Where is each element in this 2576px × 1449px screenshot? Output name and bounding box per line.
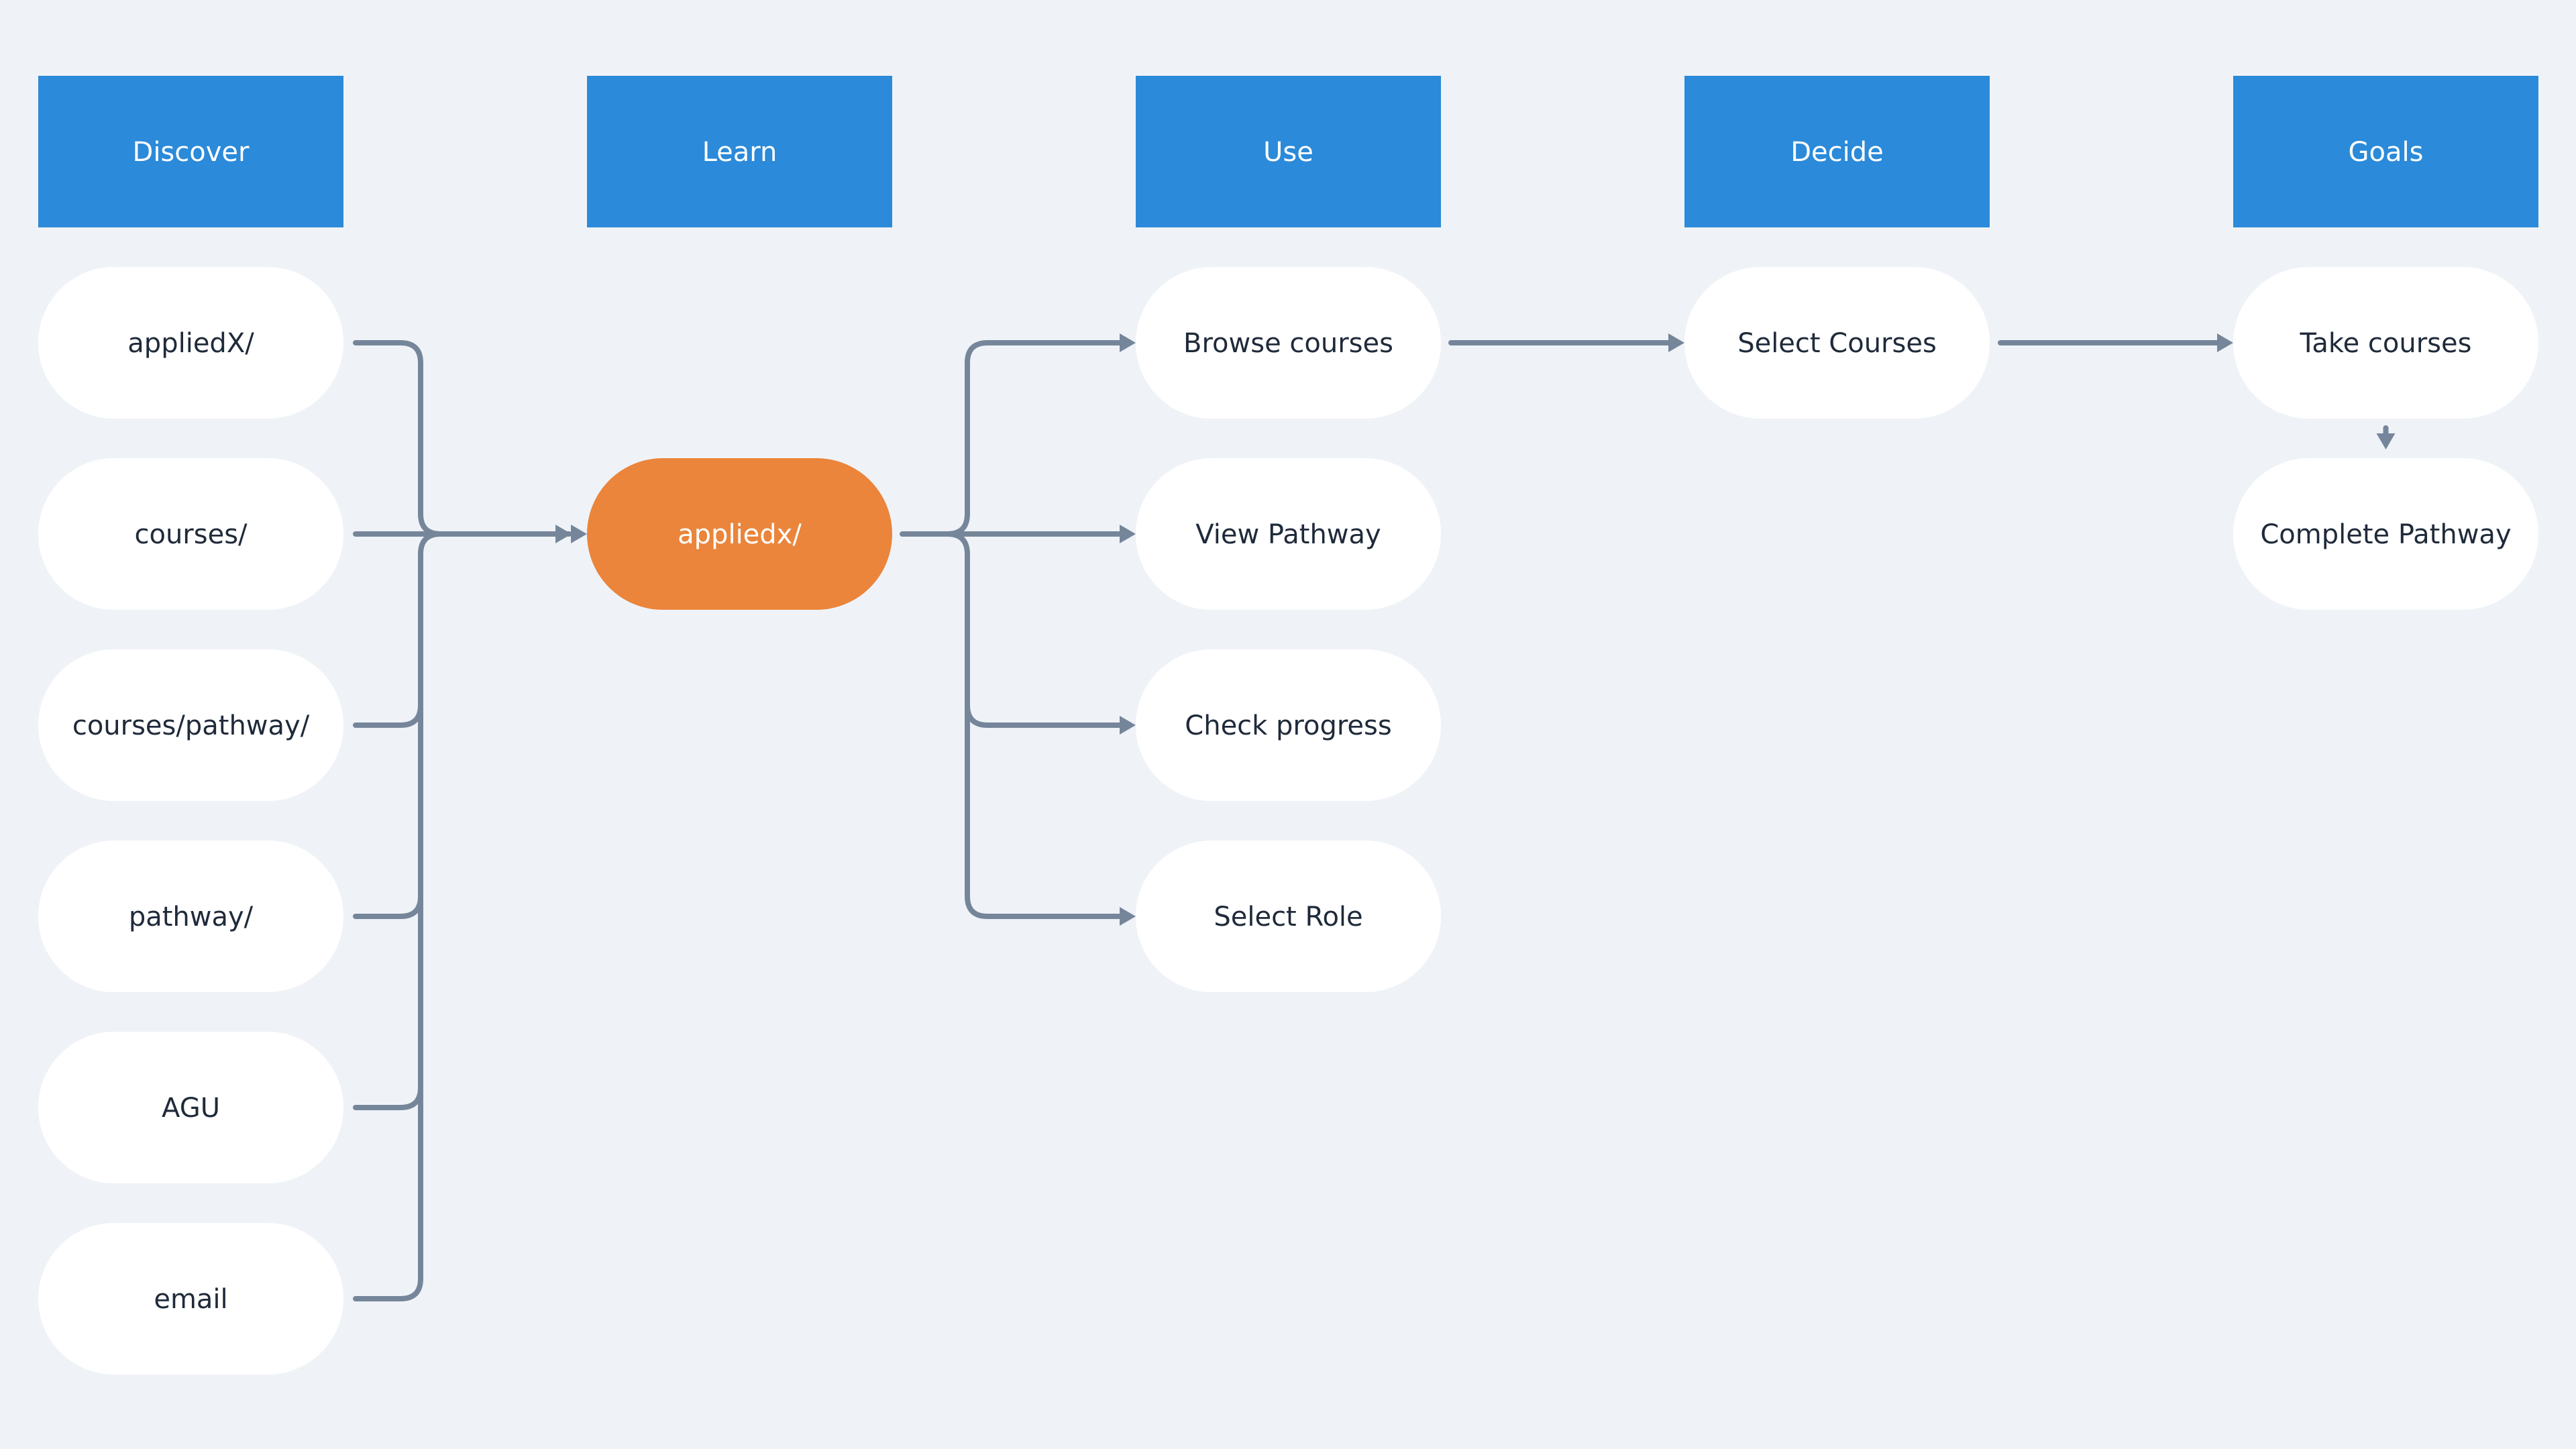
arrow-into-hub-1	[555, 525, 572, 543]
arrow-complete-pathway	[2376, 433, 2396, 449]
node-pill[interactable]	[1684, 267, 1990, 419]
node-pill[interactable]	[38, 1223, 343, 1375]
arrow-select-courses	[1668, 333, 1684, 352]
node-pill[interactable]	[38, 841, 343, 992]
arrow-check-progress	[1120, 716, 1136, 735]
node-select-courses[interactable]: Select Courses	[1684, 267, 1990, 419]
node-label: Take courses	[2300, 328, 2472, 359]
node-pill[interactable]	[38, 267, 343, 419]
stage-header-box	[1136, 76, 1441, 227]
node-label: AGU	[162, 1093, 220, 1124]
node-label: Select Role	[1214, 902, 1362, 932]
stage-header-label: Goals	[2349, 137, 2424, 168]
node-email-entry[interactable]: email	[38, 1223, 343, 1375]
stage-header-use: Use	[1136, 76, 1441, 227]
stage-header-box	[2233, 76, 2538, 227]
node-pill[interactable]	[2233, 267, 2538, 419]
node-pill[interactable]	[38, 1032, 343, 1183]
stage-header-learn: Learn	[587, 76, 892, 227]
split-connector-progress	[965, 702, 1130, 728]
node-appliedx-entry[interactable]: appliedX/	[38, 267, 343, 419]
node-browse-courses[interactable]: Browse courses	[1136, 267, 1441, 419]
stage-header-label: Use	[1263, 137, 1313, 168]
node-check-progress[interactable]: Check progress	[1136, 649, 1441, 801]
node-label: Select Courses	[1737, 328, 1937, 359]
node-agu-entry[interactable]: AGU	[38, 1032, 343, 1183]
node-label: courses/	[134, 519, 248, 550]
node-label: Complete Pathway	[2260, 519, 2511, 550]
node-take-courses[interactable]: Take courses	[2233, 267, 2538, 419]
merge-connector-branch	[353, 1276, 423, 1301]
node-pathway-entry[interactable]: pathway/	[38, 841, 343, 992]
merge-connector-trunk	[418, 531, 443, 1281]
node-label: email	[154, 1284, 227, 1315]
node-pill[interactable]	[1136, 458, 1441, 610]
node-label: pathway/	[129, 902, 254, 932]
node-label: Browse courses	[1183, 328, 1393, 359]
node-pill[interactable]	[1136, 267, 1441, 419]
stage-header-label: Discover	[133, 137, 250, 168]
node-pill[interactable]	[2233, 458, 2538, 610]
node-view-pathway[interactable]: View Pathway	[1136, 458, 1441, 610]
split-connector-role	[945, 531, 1130, 919]
node-label: View Pathway	[1195, 519, 1381, 550]
arrow-into-hub-2	[571, 525, 587, 543]
merge-connector-branch	[353, 1085, 423, 1110]
merge-connector-branch	[353, 894, 423, 919]
flow-nodes: appliedX/courses/courses/pathway/pathway…	[38, 267, 2538, 1375]
arrow-browse-courses	[1120, 333, 1136, 352]
stage-header-goals: Goals	[2233, 76, 2538, 227]
node-pill[interactable]	[1136, 649, 1441, 801]
node-pill[interactable]	[38, 458, 343, 610]
node-pill[interactable]	[1136, 841, 1441, 992]
node-pill[interactable]	[38, 649, 343, 801]
stage-headers: Discover Learn Use Decide Goals	[38, 76, 2538, 227]
stage-header-label: Learn	[702, 137, 777, 168]
node-courses-entry[interactable]: courses/	[38, 458, 343, 610]
node-complete-pathway[interactable]: Complete Pathway	[2233, 458, 2538, 610]
split-connector-browse	[945, 340, 1130, 537]
arrow-select-role	[1120, 907, 1136, 926]
node-label: Check progress	[1185, 710, 1391, 741]
arrow-view-pathway	[1120, 525, 1136, 543]
node-label: courses/pathway/	[72, 710, 310, 741]
merge-connector-branch	[353, 702, 423, 728]
node-label: appliedx/	[678, 519, 802, 550]
stage-header-decide: Decide	[1684, 76, 1990, 227]
node-select-role[interactable]: Select Role	[1136, 841, 1441, 992]
node-label: appliedX/	[127, 328, 254, 359]
node-appliedx-hub[interactable]: appliedx/	[587, 458, 892, 610]
stage-header-box	[587, 76, 892, 227]
node-pill[interactable]	[587, 458, 892, 610]
arrow-take-courses	[2217, 333, 2233, 352]
node-courses-pathway-entry[interactable]: courses/pathway/	[38, 649, 343, 801]
stage-header-discover: Discover	[38, 76, 343, 227]
stage-header-box	[1684, 76, 1990, 227]
stage-header-box	[38, 76, 343, 227]
stage-header-label: Decide	[1790, 137, 1884, 168]
merge-connector-top	[353, 340, 443, 537]
